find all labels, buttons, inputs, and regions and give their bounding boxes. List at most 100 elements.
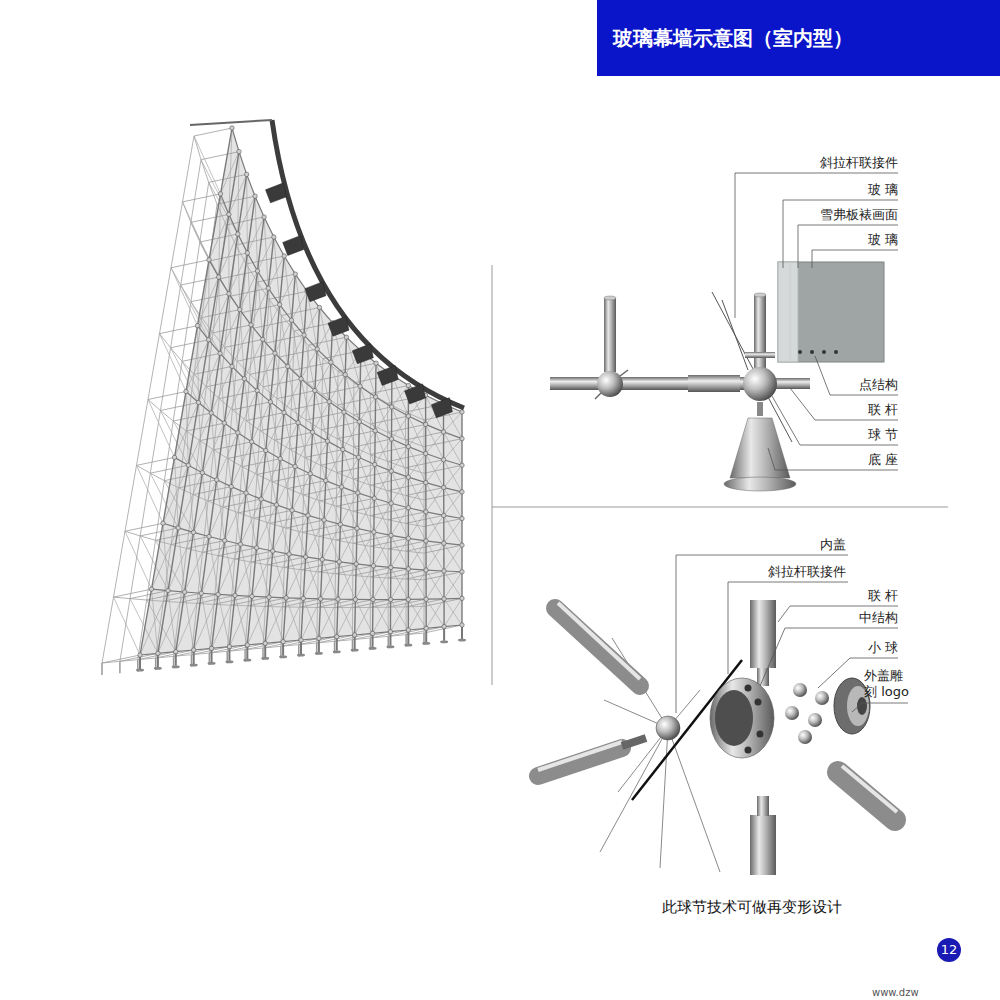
foot-plate <box>458 639 466 642</box>
front-column <box>301 308 320 641</box>
ball-joint <box>338 522 342 526</box>
ball-joint <box>343 372 347 376</box>
ball-joint <box>373 462 377 466</box>
ball-joint <box>442 513 446 517</box>
ball-joint <box>460 410 464 414</box>
ball-joint <box>237 149 241 153</box>
ball-joint <box>284 596 288 600</box>
lamp <box>328 316 349 336</box>
depth-strut <box>305 450 343 458</box>
depth-strut <box>338 397 376 405</box>
ball-joint <box>406 567 410 571</box>
bolt <box>822 350 826 354</box>
cross-brace <box>444 412 462 432</box>
depth-strut <box>406 627 444 635</box>
cross-brace <box>329 375 345 402</box>
ball-joint <box>352 633 356 637</box>
foot-plate <box>190 664 198 667</box>
cross-brace <box>313 402 330 432</box>
ball-joint <box>282 254 286 258</box>
board-layer <box>778 262 798 362</box>
cross-brace <box>391 503 408 538</box>
cross-brace <box>444 519 462 544</box>
depth-strut <box>275 432 313 440</box>
connecting-rod <box>750 815 776 875</box>
ball-joint <box>249 323 253 327</box>
part-label: 雪弗板裱画面 <box>820 207 898 223</box>
ball-joint <box>460 463 464 467</box>
depth-strut <box>289 441 327 449</box>
cross-brace <box>304 308 319 336</box>
ball-joint <box>281 639 285 643</box>
ball-joint <box>206 338 210 342</box>
depth-strut <box>370 508 408 516</box>
part-label: 外盖雕 刻 logo <box>864 668 912 700</box>
depth-strut <box>352 632 390 640</box>
rod-stub <box>595 393 601 399</box>
depth-strut <box>308 337 346 345</box>
depth-strut <box>200 433 238 441</box>
foot-plate <box>351 649 359 652</box>
cross-brace <box>408 483 425 508</box>
tie-rod <box>660 728 668 868</box>
ball-joint <box>373 395 377 399</box>
ball-joint <box>339 485 343 489</box>
ball-joint <box>199 591 203 595</box>
cross-brace <box>343 422 360 450</box>
cross-brace <box>426 570 444 599</box>
cross-brace <box>373 567 391 599</box>
depth-strut <box>279 349 317 357</box>
cross-brace <box>391 477 408 503</box>
ball-joint <box>406 536 410 540</box>
cross-brace <box>391 447 408 472</box>
cross-brace <box>408 538 426 570</box>
part-label: 小 球 <box>868 640 898 656</box>
ball-joint <box>182 590 186 594</box>
depth-strut <box>321 422 359 430</box>
rod-highlight <box>538 742 622 770</box>
cross-brace <box>322 524 340 559</box>
depth-strut <box>388 483 426 491</box>
part-label: 中结构 <box>859 610 898 626</box>
depth-strut <box>251 554 289 562</box>
depth-strut <box>268 557 306 565</box>
depth-strut <box>171 260 209 268</box>
ball-joint <box>389 533 393 537</box>
frame-foot <box>101 663 103 675</box>
depth-strut <box>370 447 408 455</box>
foot-plate <box>297 654 305 657</box>
cross-brace <box>391 567 409 599</box>
lamp <box>266 183 287 203</box>
small-ball <box>798 730 812 744</box>
ball-joint <box>406 475 410 479</box>
foot-plate <box>333 650 341 653</box>
depth-strut <box>406 460 444 468</box>
part-label: 斜拉杆联接件 <box>768 564 846 580</box>
ball-joint <box>290 508 294 512</box>
depth-strut <box>137 457 175 465</box>
leader-line <box>790 388 898 420</box>
middle-ring <box>710 678 774 758</box>
ball-joint <box>441 458 445 462</box>
foot-plate <box>279 655 287 658</box>
ball-joint <box>227 644 231 648</box>
foot-plate <box>136 669 144 672</box>
cross-brace <box>375 439 392 464</box>
part-label: 内盖 <box>820 537 846 553</box>
ball-joint <box>318 597 322 601</box>
cross-brace <box>392 416 409 439</box>
ball-joint <box>250 594 254 598</box>
cross-brace <box>308 481 326 516</box>
depth-strut <box>299 637 337 645</box>
ball-joint <box>303 555 307 559</box>
ring-hole <box>745 747 752 754</box>
cross-brace <box>444 515 462 545</box>
cross-brace <box>326 450 343 481</box>
tower-brace <box>171 348 199 403</box>
ball-joint <box>238 307 242 311</box>
ball-joint <box>138 653 142 657</box>
rod-stub <box>620 370 628 376</box>
ball-joint <box>424 568 428 572</box>
depth-strut <box>336 498 374 506</box>
cross-brace <box>152 528 179 589</box>
